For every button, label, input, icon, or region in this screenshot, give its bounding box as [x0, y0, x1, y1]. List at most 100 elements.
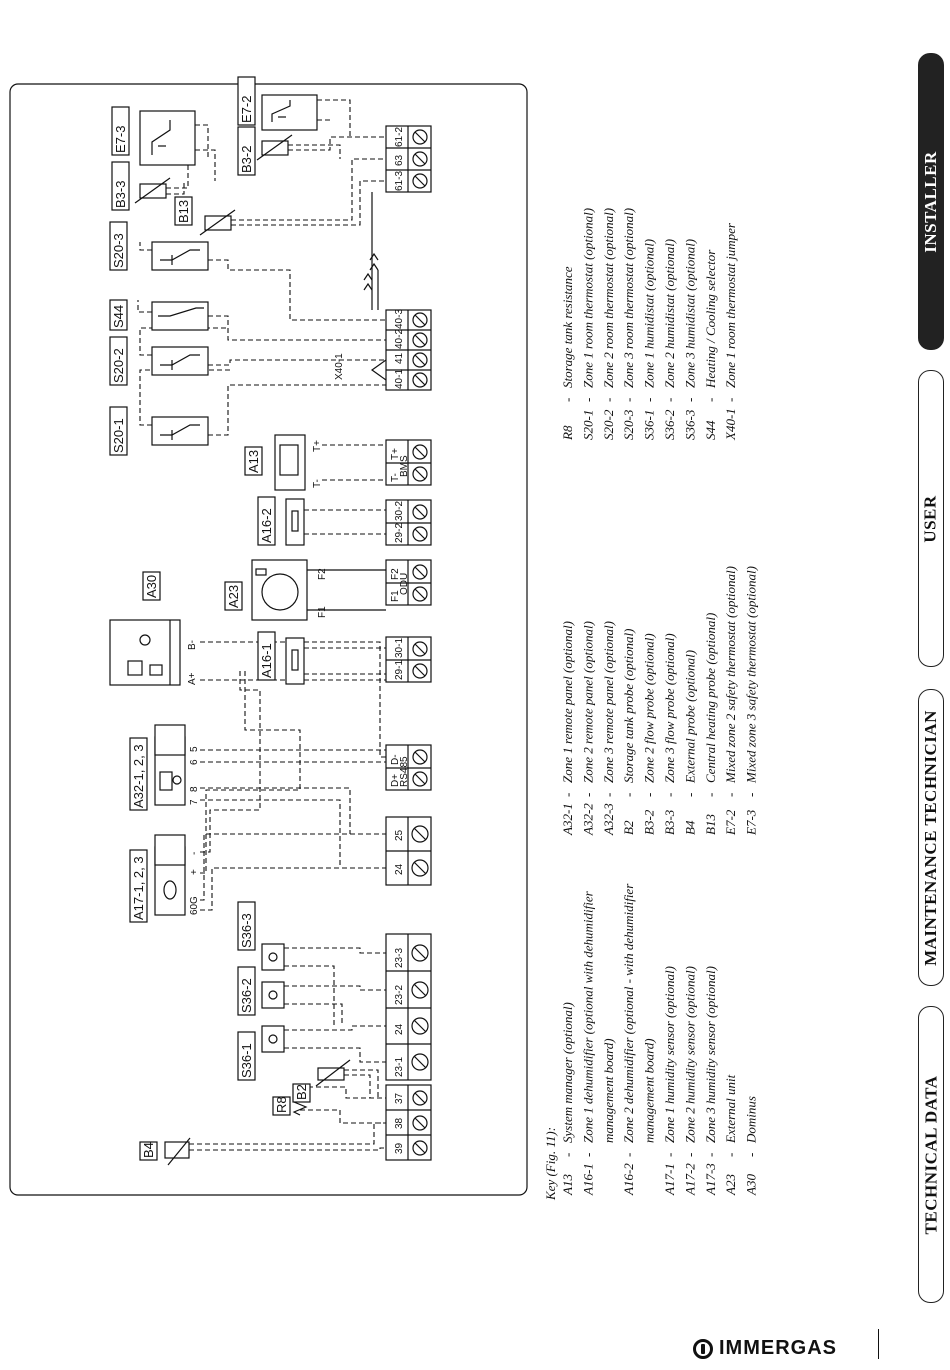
key-row: A16-2-Zone 2 dehumidifier (optional - wi… — [621, 883, 636, 1196]
key-code: S20-1 — [580, 410, 595, 440]
terminal-strip-rs485: D+ D- RS485 — [385, 744, 432, 791]
component-label: S44 — [111, 305, 126, 328]
component-label: B4 — [141, 1142, 156, 1158]
component-s36-3: S36-3 — [237, 901, 386, 1026]
key-title-group: Key (Fig. 11): — [543, 1127, 558, 1201]
key-row: S36-3-Zone 3 humidistat (optional) — [682, 239, 697, 440]
key-code: A32-3 — [601, 803, 616, 836]
key-code: B3-3 — [662, 809, 677, 835]
key-code: B3-2 — [642, 809, 657, 835]
terminal-label: RS485 — [399, 756, 410, 787]
component-label: S36-3 — [239, 913, 254, 948]
key-code: X40-1 — [723, 408, 738, 441]
terminal-strip-bms: T- T+ BMS — [385, 439, 432, 486]
key-row: S20-3 - Zone 3 room thermostat (optional) — [621, 208, 636, 440]
key-row: E7-2-Mixed zone 2 safety thermostat (opt… — [723, 566, 738, 836]
key-row: A17-3-Zone 3 humidity sensor (optional) — [703, 966, 718, 1196]
key-row: S36-2-Zone 2 humidistat (optional) — [662, 239, 677, 440]
key-code: S44 — [703, 420, 718, 440]
key-description: Mixed zone 2 safety thermostat (optional… — [723, 566, 738, 784]
key-row: X40-1-Zone 1 room thermostat jumper — [723, 222, 738, 441]
pin-label: F1 — [317, 606, 328, 618]
key-dash: - — [621, 1153, 636, 1157]
key-row: B3-2-Zone 2 flow probe (optional) — [642, 633, 657, 835]
pin-label: 5 — [189, 746, 200, 752]
component-e7-2: E7-2 — [237, 76, 351, 137]
component-label: S20-3 — [111, 233, 126, 268]
terminal-strip-29-1: 29-1 30-1 — [385, 636, 432, 683]
terminal-strip-61: 61-3 63 61-2 — [385, 125, 432, 193]
key-description: Zone 1 humidistat (optional) — [642, 239, 657, 388]
key-row: S44-Heating / Cooling selector — [703, 249, 718, 440]
terminal-label: 38 — [394, 1117, 405, 1129]
key-code: A17-1 — [662, 1163, 677, 1196]
component-b2: B2 — [292, 1059, 386, 1103]
component-label: B3-3 — [113, 181, 128, 208]
key-code: S36-1 — [642, 410, 657, 440]
key-code: A16-1 — [580, 1163, 595, 1196]
terminal-strip-40: 40-1 41 40-2 40-3 — [385, 309, 432, 391]
key-description: Storage tank resistance — [560, 266, 575, 388]
key-description: System manager (optional) — [560, 1002, 575, 1143]
key-dash: - — [723, 398, 738, 402]
terminal-label: 29-1 — [394, 660, 405, 680]
component-s20-3: S20-3 — [109, 221, 386, 321]
pin-label: + — [189, 869, 200, 875]
component-label: E7-3 — [113, 126, 128, 153]
pin-label: - — [189, 852, 200, 855]
component-s44: S44 — [109, 299, 386, 341]
terminal-label: T+ — [390, 448, 401, 460]
logo-divider — [878, 1329, 879, 1359]
key-row: E7-3-Mixed zone 3 safety thermostat (opt… — [744, 566, 759, 836]
component-label: S20-1 — [111, 418, 126, 453]
component-label: B13 — [176, 200, 191, 223]
component-a23: A23 F1 F2 — [224, 559, 386, 621]
key-description: External probe (optional) — [682, 650, 697, 784]
pin-label: 8 — [189, 786, 200, 792]
key-description: management board) — [642, 1038, 657, 1143]
key-dash: - — [621, 398, 636, 402]
key-description: Zone 2 room thermostat (optional) — [601, 208, 616, 388]
component-b3-2: B3-2 — [237, 126, 386, 176]
component-label: A16-1 — [259, 643, 274, 678]
key-description: Zone 1 remote panel (optional) — [560, 621, 575, 783]
terminal-label: 23-1 — [394, 1057, 405, 1077]
component-label: E7-2 — [239, 96, 254, 123]
tab-maintenance-technician[interactable]: MAINTENANCE TECHNICIAN — [918, 689, 944, 986]
key-code: R8 — [560, 425, 575, 441]
key-column-2: A32-1-Zone 1 remote panel (optional)A32-… — [560, 566, 759, 836]
terminal-strip-23: 23-1 24 23-2 23-3 — [385, 933, 432, 1081]
component-label: S36-1 — [239, 1043, 254, 1078]
pin-label: G — [189, 896, 200, 904]
key-row: B3-3-Zone 3 flow probe (optional) — [662, 633, 677, 835]
tab-user[interactable]: USER — [918, 370, 944, 667]
pin-label: A+ — [187, 672, 198, 685]
component-label: X40-1 — [334, 353, 345, 380]
tab-technical-data[interactable]: TECHNICAL DATA — [918, 1006, 944, 1303]
pin-label: F2 — [317, 568, 328, 580]
key-title: Key (Fig. 11): — [543, 1127, 558, 1201]
key-code: B4 — [682, 820, 697, 835]
terminal-label: 41 — [394, 352, 405, 364]
key-row: management board) — [642, 1038, 657, 1143]
terminal-label: 40-3 — [394, 309, 405, 329]
terminal-label: 30-2 — [394, 501, 405, 521]
key-column-1: A13-System manager (optional)A16-1-Zone … — [560, 883, 759, 1196]
component-a17: A17-1, 2, 3 60 G + - — [129, 670, 386, 923]
key-dash: - — [662, 398, 677, 402]
terminal-label: F1 — [390, 590, 401, 602]
pin-label: T- — [312, 479, 323, 488]
key-description: Zone 3 room thermostat (optional) — [621, 208, 636, 388]
tab-installer[interactable]: INSTALLER — [918, 53, 944, 350]
terminal-label: 40-1 — [394, 369, 405, 389]
terminal-label: 40-2 — [394, 329, 405, 349]
key-code: S20-3 — [621, 409, 636, 440]
key-code: A32-2 — [580, 803, 595, 836]
key-row: S20-2-Zone 2 room thermostat (optional) — [601, 208, 616, 440]
key-code: B13 — [703, 814, 718, 835]
terminal-label: 39 — [394, 1142, 405, 1154]
key-description: Zone 1 room thermostat (optional) — [580, 208, 595, 388]
key-row: B13-Central heating probe (optional) — [703, 613, 718, 835]
key-row: management board) — [601, 1038, 616, 1143]
terminal-label: BMS — [399, 455, 410, 477]
